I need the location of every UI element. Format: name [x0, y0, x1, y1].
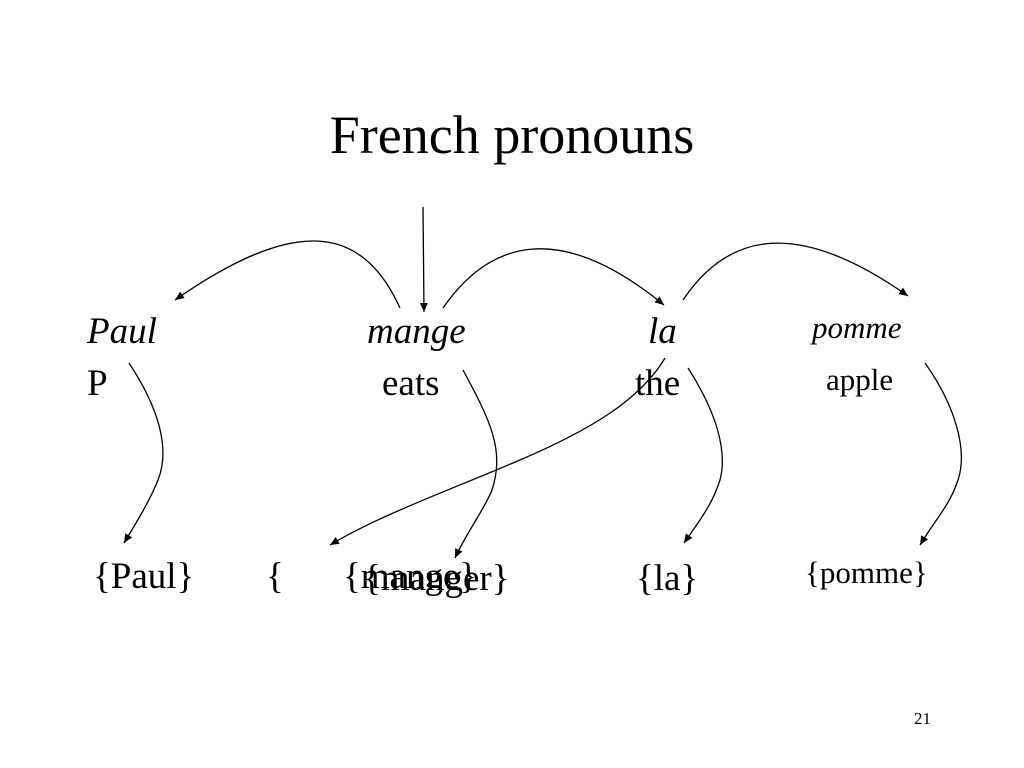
set-paul: {Paul} [93, 556, 195, 597]
word-la: la [648, 311, 677, 352]
gloss-paul: P [87, 363, 108, 404]
root-arrow [419, 206, 428, 313]
word-pomme: pomme [812, 310, 902, 345]
word-mange: mange [367, 311, 466, 352]
gloss-pomme: apple [826, 362, 894, 397]
gloss-la: the [635, 363, 681, 404]
set-open-brace: { [266, 556, 284, 597]
slide-title: French pronouns [329, 105, 695, 165]
slide-number: 21 [914, 709, 931, 728]
arc-mange-to-la [442, 248, 665, 309]
arc-la-to-pomme [682, 242, 909, 301]
link-the-cross [329, 357, 666, 546]
set-pomme: {pomme} [805, 555, 928, 590]
link-paul-down [123, 362, 164, 544]
set-manger: {manger} [363, 558, 510, 599]
gloss-mange: eats [382, 363, 440, 404]
arc-mange-to-paul [174, 240, 401, 309]
link-apple-down [919, 362, 962, 546]
link-eats-down [454, 369, 498, 559]
word-paul: Paul [87, 311, 157, 352]
set-mange: {mange} [343, 556, 478, 597]
set-la: {la} [636, 558, 699, 599]
link-the-down [683, 367, 723, 544]
